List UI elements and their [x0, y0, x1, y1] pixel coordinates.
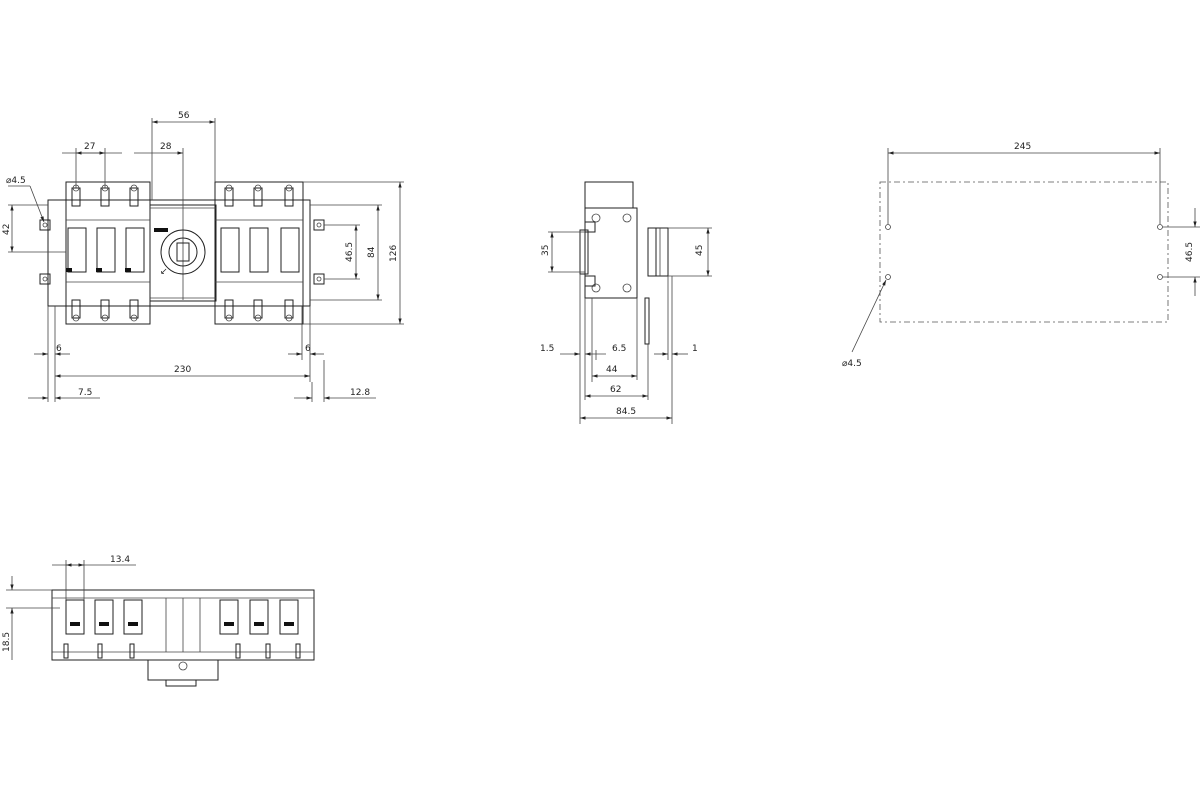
svg-text:1.5: 1.5: [540, 344, 554, 354]
svg-text:18.5: 18.5: [2, 632, 12, 652]
dim-18-5: 18.5: [2, 576, 60, 660]
poles-right: [215, 184, 303, 322]
svg-text:⌀4.5: ⌀4.5: [6, 176, 26, 186]
svg-text:7.5: 7.5: [78, 388, 92, 398]
dim-27: 27: [62, 142, 122, 188]
svg-text:62: 62: [610, 385, 621, 395]
dim-245: 245: [887, 142, 1161, 224]
svg-text:↙: ↙: [160, 267, 168, 277]
svg-text:28: 28: [160, 142, 172, 152]
svg-text:⌀4.5: ⌀4.5: [842, 359, 862, 369]
dim-6-left: 6: [34, 306, 70, 360]
rotary-handle: ↙: [154, 228, 206, 277]
bottom-view: 13.4 18.5: [2, 555, 315, 687]
dim-hole-dia: ⌀4.5: [6, 176, 45, 223]
svg-text:6: 6: [56, 344, 62, 354]
dim-12-8: 12.8: [294, 360, 376, 402]
dim-6-5: 6.5: [591, 298, 626, 382]
dim-hole-dia-mount: ⌀4.5: [842, 279, 887, 369]
dim-6-right: 6: [288, 306, 324, 360]
svg-text:126: 126: [389, 245, 399, 262]
svg-text:27: 27: [84, 142, 95, 152]
dim-45: 45: [668, 227, 712, 277]
dim-230: 230: [54, 360, 311, 382]
svg-text:245: 245: [1014, 142, 1031, 152]
poles-left: [66, 184, 150, 322]
svg-text:35: 35: [541, 245, 551, 256]
svg-text:56: 56: [178, 111, 190, 121]
dim-56: 56: [151, 111, 216, 200]
dim-1-5: 1.5: [540, 274, 606, 424]
side-view: 35 45 1.5 6.5 1: [540, 181, 712, 424]
dim-1: 1: [654, 276, 698, 424]
dim-84: 84: [310, 204, 382, 301]
dim-84-5: 84.5: [580, 407, 672, 420]
svg-text:84.5: 84.5: [616, 407, 636, 417]
dim-126: 126: [303, 181, 404, 325]
svg-text:1: 1: [692, 344, 698, 354]
svg-text:84: 84: [367, 246, 377, 258]
dim-42: 42: [2, 204, 66, 253]
svg-text:6: 6: [305, 344, 311, 354]
dim-44: 44: [592, 298, 638, 380]
dim-46-5-mount: 46.5: [1163, 208, 1200, 296]
bottom-poles: [63, 599, 301, 659]
svg-text:46.5: 46.5: [345, 242, 355, 262]
svg-text:12.8: 12.8: [350, 388, 370, 398]
mounting-view: 245 46.5 ⌀4.5: [842, 142, 1200, 369]
svg-text:13.4: 13.4: [110, 555, 130, 565]
dim-62: 62: [584, 344, 649, 400]
dim-28: 28: [134, 142, 184, 205]
dim-13-4: 13.4: [52, 555, 136, 600]
dim-7-5: 7.5: [28, 360, 100, 402]
svg-text:6.5: 6.5: [612, 344, 626, 354]
svg-text:230: 230: [174, 365, 191, 375]
svg-text:46.5: 46.5: [1185, 242, 1195, 262]
front-view: ↙ 56 27: [2, 111, 404, 402]
svg-text:44: 44: [606, 365, 618, 375]
svg-text:45: 45: [695, 245, 705, 256]
dim-46-5: 46.5: [324, 224, 360, 280]
svg-text:42: 42: [2, 224, 12, 235]
dim-35: 35: [541, 231, 585, 273]
